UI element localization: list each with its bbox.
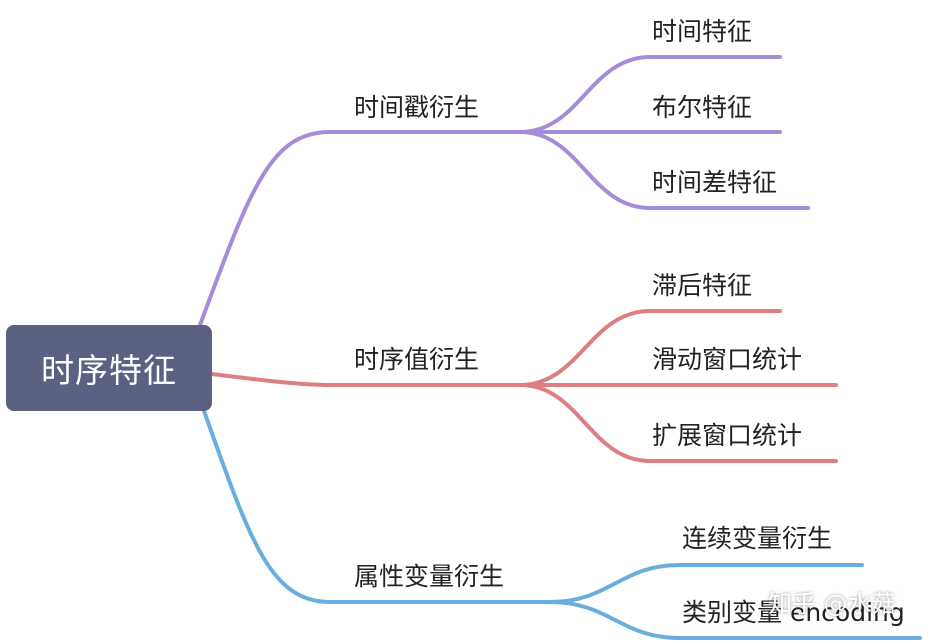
connector-seqvalue-to-expanding [518,383,838,463]
leaf-node-lag-feature[interactable]: 滞后特征 [652,271,753,300]
leaf-node-continuous-var[interactable]: 连续变量衍生 [682,524,833,553]
watermark: 知乎 @水菇 [768,590,896,618]
connector-root-to-timestamp [198,130,522,327]
branch-node-attribute[interactable]: 属性变量衍生 [354,562,505,591]
branch-node-timestamp[interactable]: 时间戳衍生 [354,93,480,122]
connector-timestamp-to-time-feature [518,55,782,134]
connector-root-to-attribute [202,409,552,604]
leaf-node-timediff-feature[interactable]: 时间差特征 [652,168,778,197]
leaf-node-rolling-window[interactable]: 滑动窗口统计 [652,345,803,374]
root-node[interactable]: 时序特征 [6,325,212,411]
leaf-node-bool-feature[interactable]: 布尔特征 [652,93,753,122]
leaf-node-expanding-window[interactable]: 扩展窗口统计 [652,421,803,450]
connector-attribute-to-category [548,600,922,640]
connector-seqvalue-to-lag [518,309,782,387]
leaf-node-time-feature[interactable]: 时间特征 [652,17,753,46]
branch-node-seqvalue[interactable]: 时序值衍生 [354,345,480,374]
root-node-label: 时序特征 [41,351,177,390]
connector-timestamp-to-timediff-feature [518,130,810,210]
connector-root-to-seqvalue [210,372,522,387]
connector-attribute-to-continuous [548,563,864,604]
leaf-node-category-var[interactable]: 类别变量 encoding [682,598,905,627]
